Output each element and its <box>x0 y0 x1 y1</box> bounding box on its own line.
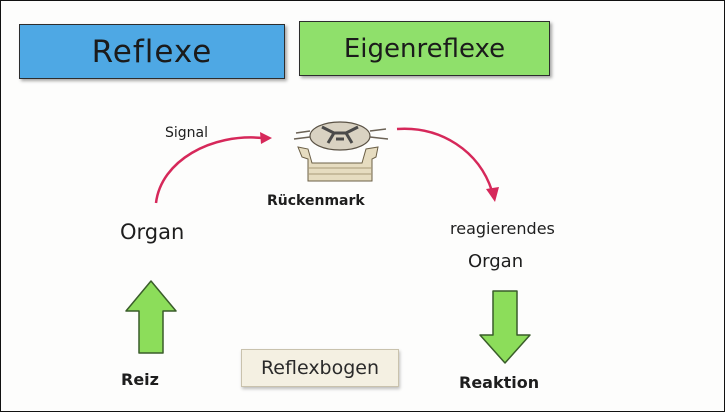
label-reaktion: Reaktion <box>459 373 540 392</box>
signal-arc <box>154 136 264 204</box>
label-reiz: Reiz <box>121 370 159 389</box>
title-card-reflexe: Reflexe <box>19 24 285 79</box>
label-reagierendes-organ: Organ <box>468 251 524 272</box>
title-eigenreflexe: Eigenreflexe <box>343 33 506 64</box>
label-rueckenmark: Rückenmark <box>267 193 365 209</box>
up-arrow-icon <box>125 280 177 354</box>
label-signal: Signal <box>165 125 209 141</box>
motor-arc <box>396 127 494 192</box>
title-reflexe: Reflexe <box>91 33 213 70</box>
reflexbogen-card: Reflexbogen <box>241 349 399 387</box>
title-card-eigenreflexe: Eigenreflexe <box>299 21 550 76</box>
label-organ: Organ <box>120 220 185 244</box>
motor-arc-arrowhead <box>486 187 499 202</box>
label-reflexbogen: Reflexbogen <box>260 357 380 379</box>
signal-arc-arrowhead <box>260 132 272 144</box>
label-reagierendes: reagierendes <box>450 219 555 238</box>
down-arrow-icon <box>479 290 531 364</box>
